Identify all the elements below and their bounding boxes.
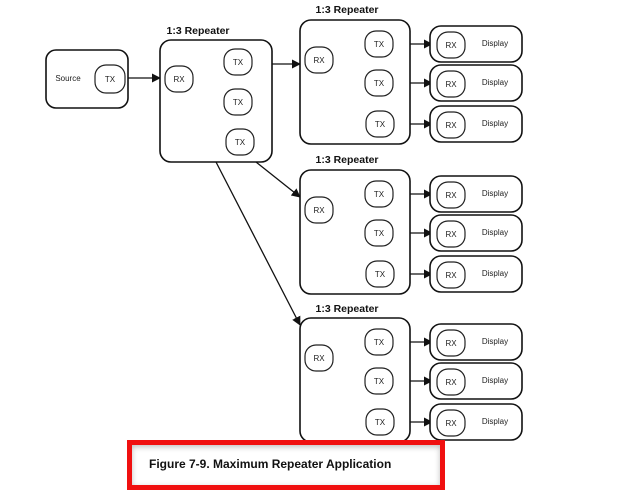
repeater-tx bbox=[365, 408, 395, 436]
display-rx-label: RX bbox=[445, 191, 457, 200]
repeater-box bbox=[159, 39, 273, 163]
display-rx bbox=[436, 111, 466, 139]
display-rx bbox=[436, 31, 466, 59]
display-rx-label: RX bbox=[445, 419, 457, 428]
display-label: Display bbox=[482, 228, 508, 237]
display-label: Display bbox=[482, 78, 508, 87]
repeater-tx bbox=[364, 30, 394, 58]
repeater-tx-label: TX bbox=[375, 120, 386, 129]
repeater-tx-label: TX bbox=[375, 418, 386, 427]
figure-caption: Figure 7-9. Maximum Repeater Application bbox=[149, 457, 392, 471]
display-label: Display bbox=[482, 376, 508, 385]
repeater-tx-label: TX bbox=[374, 190, 385, 199]
display-label: Display bbox=[482, 337, 508, 346]
display-rx bbox=[436, 368, 466, 396]
repeater-title: 1:3 Repeater bbox=[315, 303, 378, 315]
display-rx-label: RX bbox=[445, 378, 457, 387]
repeater-tx-label: TX bbox=[374, 377, 385, 386]
repeater-tx bbox=[364, 180, 394, 208]
display-label: Display bbox=[482, 417, 508, 426]
display-label: Display bbox=[482, 39, 508, 48]
repeater-rx bbox=[164, 65, 194, 93]
display-rx bbox=[436, 261, 466, 289]
repeater-tx bbox=[225, 128, 255, 156]
repeater-tx-label: TX bbox=[374, 338, 385, 347]
display-rx-label: RX bbox=[445, 80, 457, 89]
repeater-rx-label: RX bbox=[313, 56, 325, 65]
display-rx-label: RX bbox=[445, 41, 457, 50]
display-rx-label: RX bbox=[445, 339, 457, 348]
display-rx-label: RX bbox=[445, 121, 457, 130]
repeater-rx bbox=[304, 46, 334, 74]
repeater-tx-label: TX bbox=[235, 138, 246, 147]
repeater-tx bbox=[223, 88, 253, 116]
source-tx-label: TX bbox=[105, 75, 116, 84]
repeater-tx-label: TX bbox=[374, 79, 385, 88]
display-rx-label: RX bbox=[445, 230, 457, 239]
display-rx bbox=[436, 220, 466, 248]
display-rx bbox=[436, 181, 466, 209]
display-label: Display bbox=[482, 189, 508, 198]
repeater-rx bbox=[304, 344, 334, 372]
repeater-rx-label: RX bbox=[313, 354, 325, 363]
repeater-rx-label: RX bbox=[173, 75, 185, 84]
repeater-tx bbox=[364, 219, 394, 247]
repeater-tx bbox=[365, 260, 395, 288]
source-tx bbox=[94, 64, 126, 94]
display-rx bbox=[436, 409, 466, 437]
repeater-tx-label: TX bbox=[375, 270, 386, 279]
repeater-tx bbox=[364, 367, 394, 395]
repeater-tx-label: TX bbox=[233, 58, 244, 67]
display-rx bbox=[436, 70, 466, 98]
repeater-rx-label: RX bbox=[313, 206, 325, 215]
repeater-rx bbox=[304, 196, 334, 224]
repeater-tx-label: TX bbox=[374, 40, 385, 49]
display-rx bbox=[436, 329, 466, 357]
repeater-title: 1:3 Repeater bbox=[315, 154, 378, 166]
repeater-link-arrow bbox=[215, 161, 301, 326]
repeater-title: 1:3 Repeater bbox=[166, 25, 229, 37]
repeater-tx-label: TX bbox=[374, 229, 385, 238]
repeater-link-arrow bbox=[255, 161, 301, 198]
source-label: Source bbox=[55, 74, 81, 83]
display-rx-label: RX bbox=[445, 271, 457, 280]
repeater-title: 1:3 Repeater bbox=[315, 4, 378, 16]
repeater-tx bbox=[223, 48, 253, 76]
display-label: Display bbox=[482, 269, 508, 278]
repeater-tx bbox=[364, 69, 394, 97]
display-label: Display bbox=[482, 119, 508, 128]
repeater-tx bbox=[365, 110, 395, 138]
repeater-tx-label: TX bbox=[233, 98, 244, 107]
repeater-tx bbox=[364, 328, 394, 356]
